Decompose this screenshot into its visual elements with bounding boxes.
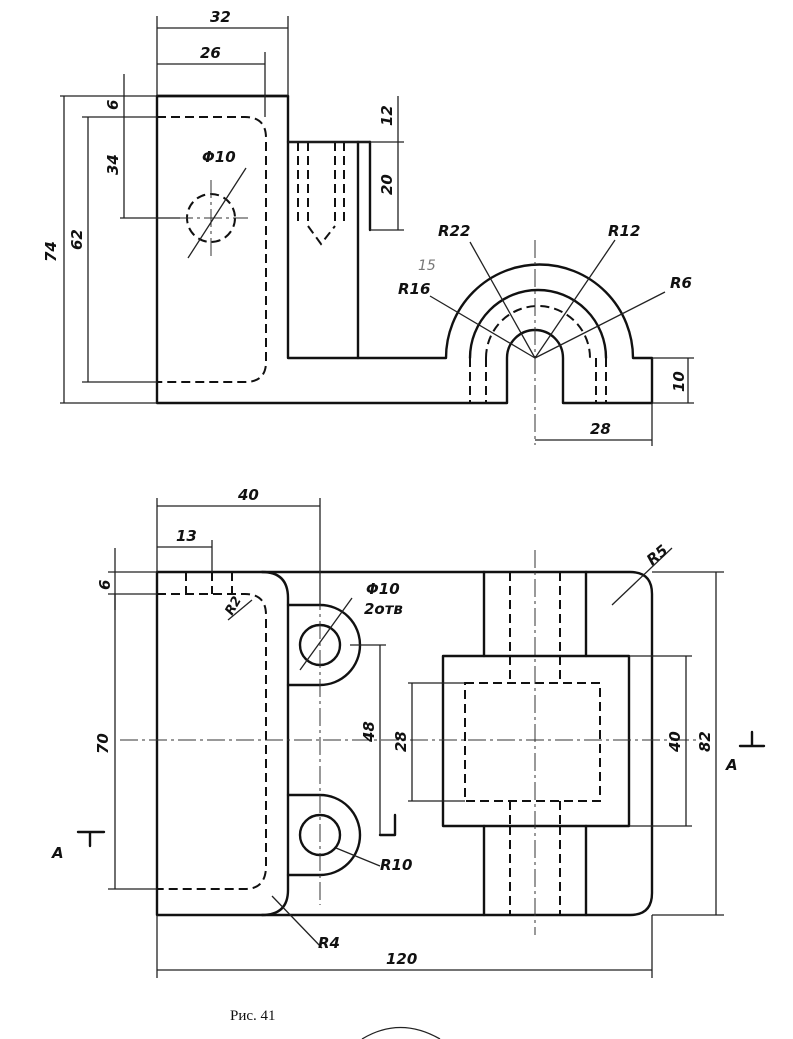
top-dim-40: 40 (237, 486, 259, 504)
figure-caption: Рис. 41 (230, 1008, 276, 1024)
top-ear-upper (286, 603, 362, 687)
top-dim-48: 48 (360, 721, 378, 743)
dim-62: 62 (68, 229, 86, 250)
section-mark-left (76, 830, 106, 848)
leader-r6 (534, 291, 666, 359)
top-dim-r4: R4 (318, 934, 340, 952)
section-label-right: A (725, 756, 738, 774)
dim-phi10: Φ10 (202, 148, 236, 166)
front-view-outline (155, 94, 654, 405)
dim-10: 10 (670, 371, 688, 392)
top-view: 40 13 6 R2 Φ10 2отв R5 70 48 28 40 82 R1… (51, 486, 766, 978)
front-view: 32 26 6 34 74 62 12 20 Φ10 R22 R12 R16 R… (42, 8, 694, 446)
front-hole-leader (187, 167, 247, 259)
page-scan-artifact (361, 1026, 441, 1039)
dim-6: 6 (104, 100, 122, 110)
top-boss-outer (441, 654, 631, 828)
dim-r12: R12 (608, 222, 640, 240)
top-dim-82: 82 (696, 731, 714, 752)
ext-48-bottom-hook (378, 813, 397, 837)
dim-32: 32 (210, 8, 231, 26)
front-thread-drill-point (307, 225, 336, 246)
dim-r16: R16 (398, 280, 430, 298)
dim-28: 28 (590, 420, 611, 438)
dim-12: 12 (378, 105, 396, 126)
top-plate-edge (260, 570, 290, 917)
top-dim-r10: R10 (380, 856, 412, 874)
top-dim-r2: R2 (222, 594, 245, 618)
top-dim-28: 28 (392, 731, 410, 752)
leader-r4 (271, 895, 323, 949)
dim-r6: R6 (670, 274, 692, 292)
top-dim-holes: 2отв (364, 600, 403, 618)
dim-20: 20 (378, 174, 396, 195)
dim-34: 34 (104, 154, 122, 175)
section-mark-right (738, 730, 766, 748)
top-dim-phi10: Φ10 (366, 580, 400, 598)
top-dim-6: 6 (96, 580, 114, 590)
front-arc-r16-hidden (485, 305, 591, 359)
top-dim-13: 13 (176, 527, 197, 545)
pencil-note: 15 (418, 258, 436, 274)
top-view-outline (155, 570, 654, 917)
front-arc-r22 (468, 288, 608, 360)
top-boss-hidden (464, 682, 601, 802)
top-dim-r5: R5 (643, 541, 671, 569)
leader-r2 (227, 599, 253, 621)
top-ear-lower (286, 793, 362, 877)
leader-r16 (429, 295, 536, 359)
front-hidden-slot (157, 116, 267, 383)
section-label-left: A (51, 844, 64, 862)
top-hidden-slot (157, 593, 267, 890)
top-dim-70: 70 (94, 733, 112, 754)
dim-26: 26 (200, 44, 221, 62)
dim-74: 74 (42, 241, 60, 262)
leader-r5 (611, 547, 673, 606)
dim-r22: R22 (438, 222, 470, 240)
leader-r22 (469, 241, 536, 359)
leader-phi10 (299, 597, 353, 671)
top-dim-120: 120 (386, 950, 417, 968)
leader-r10 (335, 847, 381, 867)
leader-r12 (534, 239, 616, 359)
top-dim-40r: 40 (666, 731, 684, 753)
